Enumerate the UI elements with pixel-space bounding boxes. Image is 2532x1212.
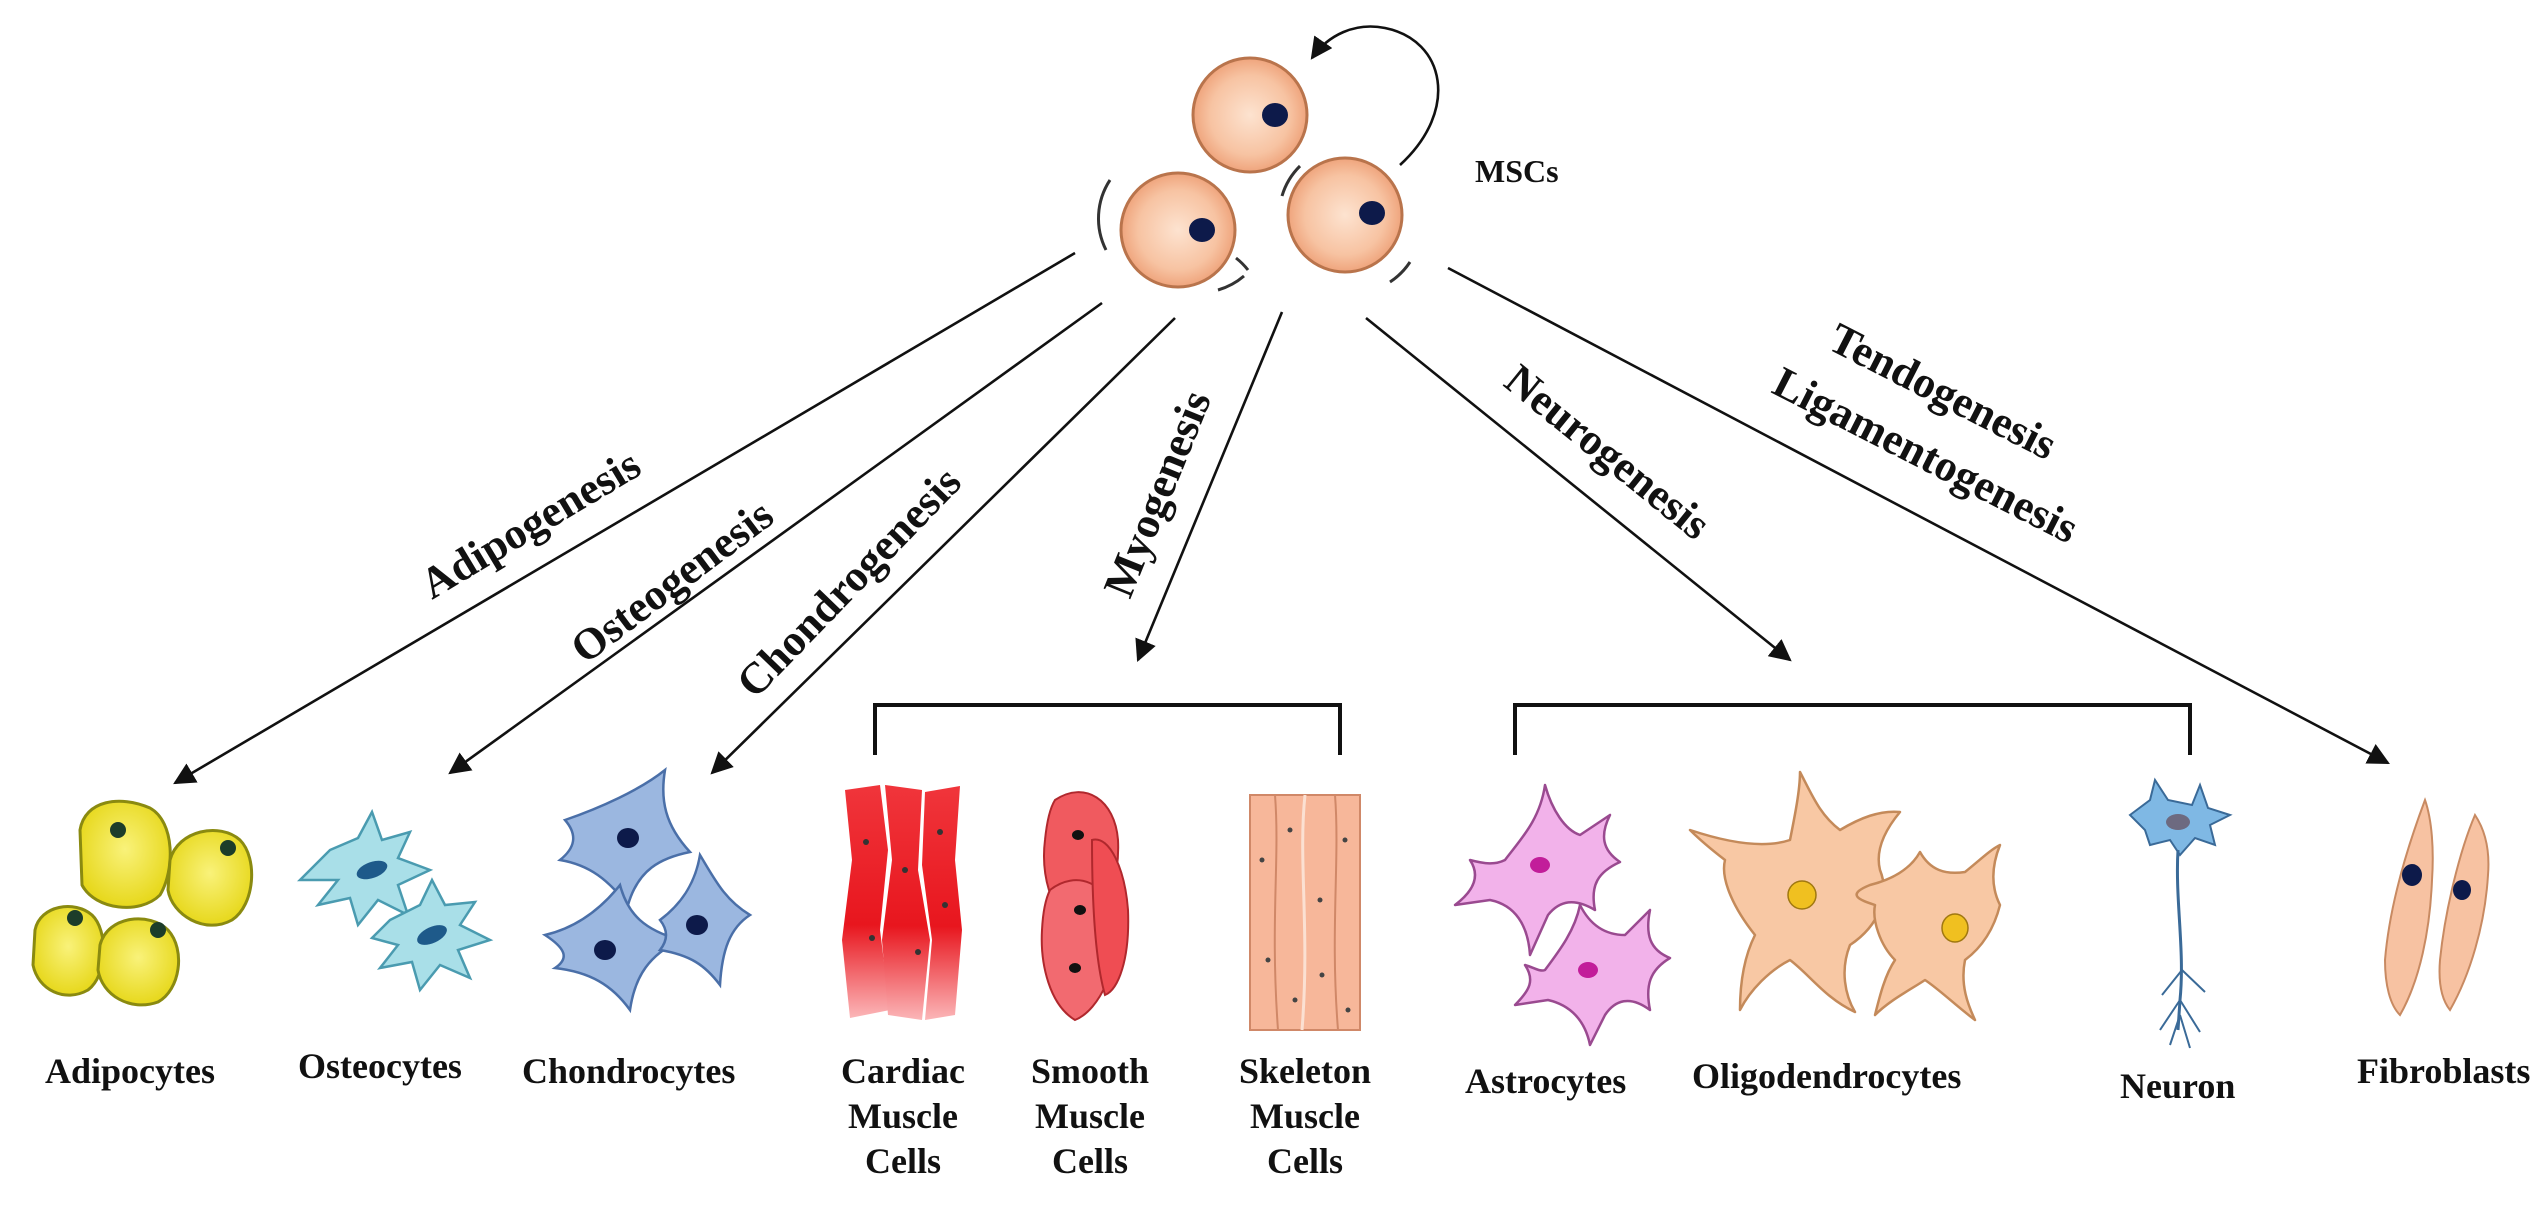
cardiac-muscle-illustration bbox=[842, 785, 962, 1020]
osteocytes-illustration bbox=[296, 808, 494, 993]
label-skeleton-line1: Skeleton bbox=[1239, 1051, 1371, 1091]
pathway-label-myogenesis: Myogenesis bbox=[1094, 384, 1221, 604]
astrocytes-illustration bbox=[1453, 783, 1672, 1047]
neural-bracket bbox=[1513, 703, 2192, 755]
msc-cluster: MSCs bbox=[1096, 25, 1559, 292]
pathway-label-chondrogenesis: Chondrogenesis bbox=[727, 457, 971, 707]
arrow-tendogenesis bbox=[1447, 266, 2390, 765]
arrow-chondrogenesis bbox=[710, 317, 1176, 775]
label-neuron: Neuron bbox=[2120, 1066, 2235, 1106]
arrow-adipogenesis bbox=[173, 251, 1076, 785]
arrow-myogenesis bbox=[1135, 311, 1284, 663]
differentiation-arrows bbox=[173, 251, 2390, 785]
arrow-neurogenesis bbox=[1365, 316, 1792, 662]
arrow-osteogenesis bbox=[448, 301, 1103, 775]
label-cardiac-line1: Cardiac bbox=[841, 1051, 965, 1091]
label-oligodendrocytes: Oligodendrocytes bbox=[1692, 1056, 1961, 1096]
label-cardiac-line3: Cells bbox=[865, 1141, 941, 1181]
msc-cell-left bbox=[1096, 171, 1250, 292]
label-cardiac-line2: Muscle bbox=[848, 1096, 958, 1136]
muscle-bracket bbox=[873, 703, 1342, 755]
pathway-label-neurogenesis: Neurogenesis bbox=[1496, 355, 1720, 549]
label-osteocytes: Osteocytes bbox=[298, 1046, 462, 1086]
label-chondrocytes: Chondrocytes bbox=[522, 1051, 735, 1091]
label-astrocytes: Astrocytes bbox=[1465, 1061, 1626, 1101]
oligodendrocytes-illustration bbox=[1688, 770, 2002, 1022]
neuron-illustration bbox=[2128, 777, 2233, 1049]
label-skeleton-line2: Muscle bbox=[1250, 1096, 1360, 1136]
label-smooth-line2: Muscle bbox=[1035, 1096, 1145, 1136]
label-smooth-line3: Cells bbox=[1052, 1141, 1128, 1181]
adipocytes-illustration bbox=[31, 799, 254, 1007]
self-renewal-arrow bbox=[1310, 25, 1440, 166]
msc-label: MSCs bbox=[1475, 153, 1559, 189]
label-fibroblasts: Fibroblasts bbox=[2357, 1051, 2530, 1091]
skeleton-muscle-illustration bbox=[1249, 794, 1361, 1031]
fibroblasts-illustration bbox=[2383, 797, 2490, 1017]
chondrocytes-illustration bbox=[541, 766, 753, 1014]
msc-cell-right bbox=[1280, 156, 1412, 284]
label-smooth-line1: Smooth bbox=[1031, 1051, 1149, 1091]
pathway-label-osteogenesis: Osteogenesis bbox=[562, 490, 783, 673]
msc-cell-top bbox=[1191, 56, 1309, 174]
label-skeleton-line3: Cells bbox=[1267, 1141, 1343, 1181]
smooth-muscle-illustration bbox=[1040, 791, 1130, 1022]
label-adipocytes: Adipocytes bbox=[45, 1051, 215, 1091]
